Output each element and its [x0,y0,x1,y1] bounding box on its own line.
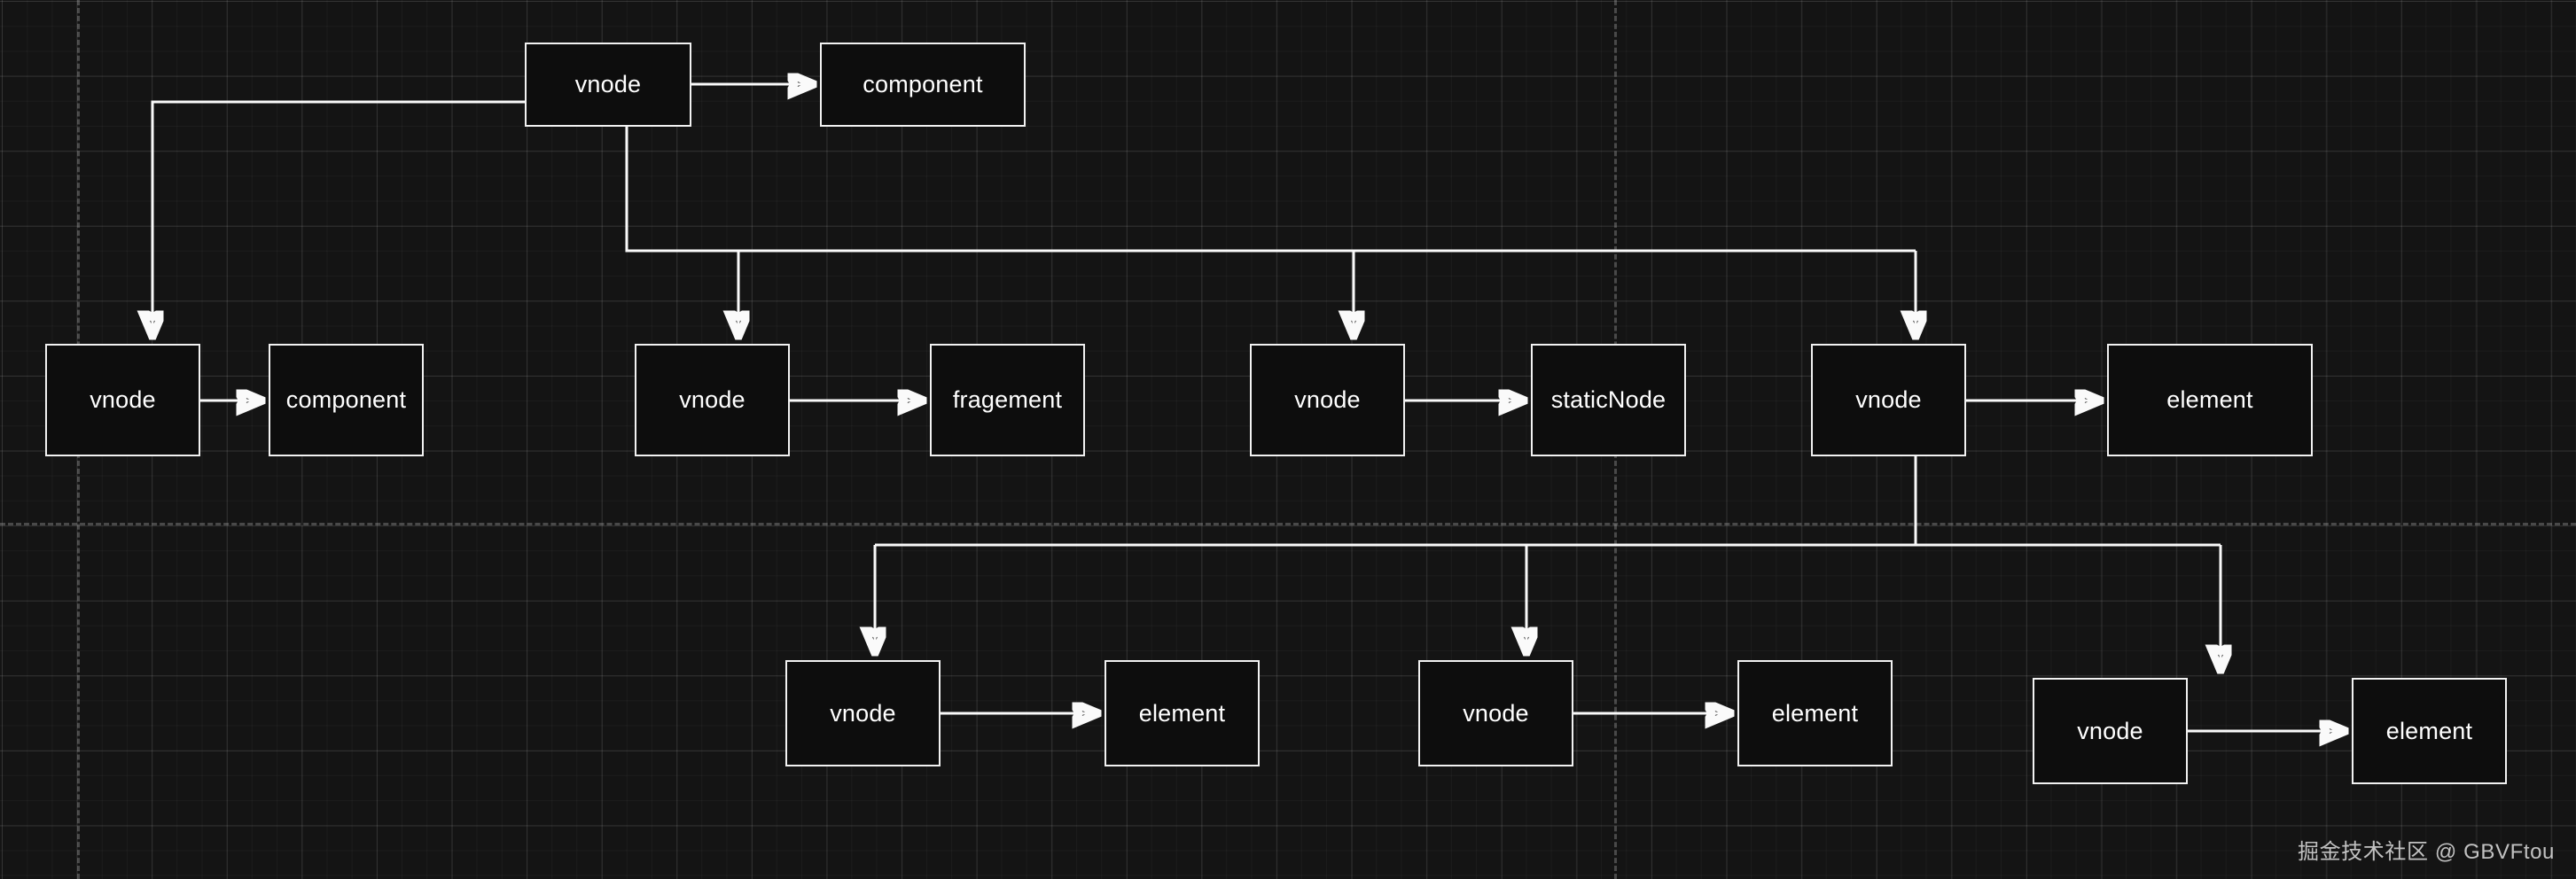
node-label: component [863,71,983,97]
node-label: element [2385,717,2473,744]
node-r3-element-2[interactable]: element [1737,660,1893,766]
node-label: vnode [574,71,642,97]
node-label: element [2166,386,2253,413]
node-label: fragement [952,386,1063,413]
node-root-component[interactable]: component [820,43,1026,127]
edge-root-bus-trunk [625,127,1916,253]
node-r2-vnode-1[interactable]: vnode [45,344,200,456]
node-r3-vnode-3[interactable]: vnode [2033,678,2188,784]
watermark-text: 掘金技术社区 @ GBVFtou [2297,840,2555,864]
node-r2-component[interactable]: component [269,344,424,456]
node-r2-element[interactable]: element [2107,344,2313,456]
node-label: vnode [90,386,156,413]
node-r3-element-1[interactable]: element [1105,660,1260,766]
node-label: element [1138,699,1226,727]
node-r2-vnode-4[interactable]: vnode [1811,344,1966,456]
node-r3-vnode-1[interactable]: vnode [785,660,941,766]
node-label: vnode [1294,386,1361,413]
node-label: vnode [1855,386,1922,413]
node-label: component [285,386,407,413]
node-r3-vnode-2[interactable]: vnode [1418,660,1573,766]
node-root-vnode[interactable]: vnode [525,43,691,127]
node-r2-vnode-2[interactable]: vnode [635,344,790,456]
node-label: vnode [1463,699,1529,727]
node-r2-fragement[interactable]: fragement [930,344,1085,456]
node-r3-element-3[interactable]: element [2352,678,2507,784]
edge-root-vnode-to-r2-vnode-1 [152,100,525,335]
node-label: element [1771,699,1859,727]
node-label: vnode [679,386,745,413]
node-label: staticNode [1550,386,1667,413]
node-r2-vnode-3[interactable]: vnode [1250,344,1405,456]
node-label: vnode [2077,717,2143,744]
node-label: vnode [830,699,896,727]
node-r2-staticnode[interactable]: staticNode [1531,344,1686,456]
guide-line-horizontal [0,523,2576,525]
edge-r2-vnode-4-bus-trunk [875,456,2221,547]
